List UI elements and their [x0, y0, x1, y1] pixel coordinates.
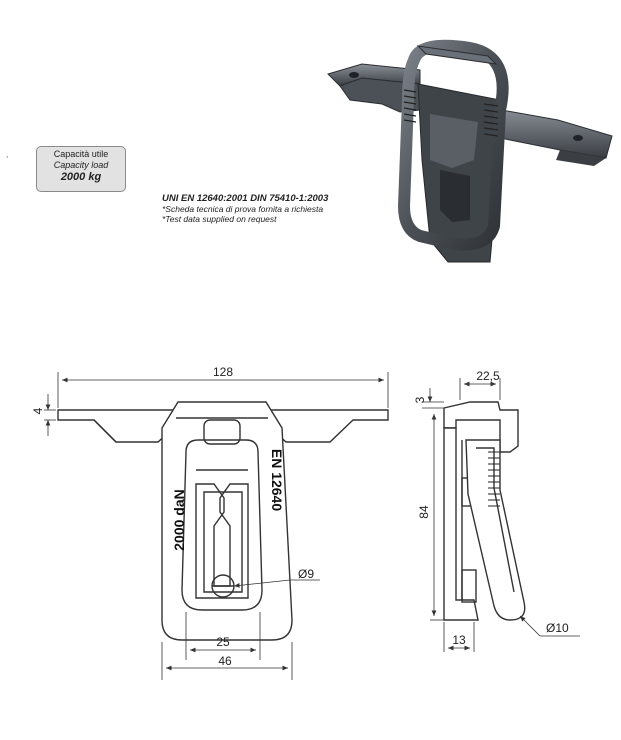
test-data-note-it: *Scheda tecnica di prova fornita a richi…	[162, 204, 324, 214]
dim-plate-thickness: 4	[31, 407, 45, 414]
side-view	[443, 401, 526, 621]
dim-outer-width: 46	[218, 654, 232, 668]
dim-width: 128	[213, 365, 233, 379]
small-mark: ,	[6, 150, 9, 159]
side-dimensions	[422, 378, 580, 652]
mount-hole	[573, 135, 583, 141]
capacity-marking: 2000 daN	[171, 489, 187, 550]
dim-base-width: 13	[452, 633, 466, 647]
dim-ring-diameter: Ø10	[546, 621, 569, 635]
dim-top-thickness: 3	[413, 396, 427, 403]
standards-block: UNI EN 12640:2001 DIN 75410-1:2003 *Sche…	[162, 193, 328, 224]
capacity-value: 2000 kg	[60, 171, 102, 183]
standards-line: UNI EN 12640:2001 DIN 75410-1:2003	[162, 193, 329, 204]
front-dimensions	[44, 372, 389, 680]
capacity-badge: Capacità utile Capacity load 2000 kg	[36, 146, 126, 192]
standard-marking: EN 12640	[269, 449, 285, 511]
product-3d-render	[327, 39, 613, 263]
dim-hole-diameter: Ø9	[298, 567, 314, 581]
mount-hole	[349, 72, 359, 78]
capacity-label-en: Capacity load	[53, 160, 109, 170]
test-data-note-en: *Test data supplied on request	[162, 214, 277, 224]
dim-depth: 22,5	[476, 369, 500, 383]
capacity-label-it: Capacità utile	[53, 149, 109, 159]
ring-ribs	[403, 89, 499, 137]
dim-height: 84	[417, 505, 431, 519]
dim-inner-width: 25	[216, 635, 230, 649]
front-view	[57, 401, 389, 641]
